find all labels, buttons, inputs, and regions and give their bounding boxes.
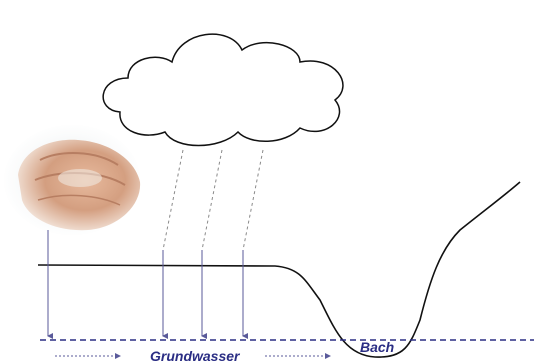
stream-label: Bach	[360, 339, 394, 355]
cupped-hands-icon	[4, 125, 140, 235]
infiltration-arrows	[48, 230, 243, 336]
cloud-icon	[103, 34, 343, 145]
rain-line	[202, 150, 222, 250]
rain-lines	[163, 150, 263, 250]
groundwater-label: Grundwasser	[150, 348, 241, 363]
rain-line	[163, 150, 183, 250]
rain-line	[243, 150, 263, 250]
